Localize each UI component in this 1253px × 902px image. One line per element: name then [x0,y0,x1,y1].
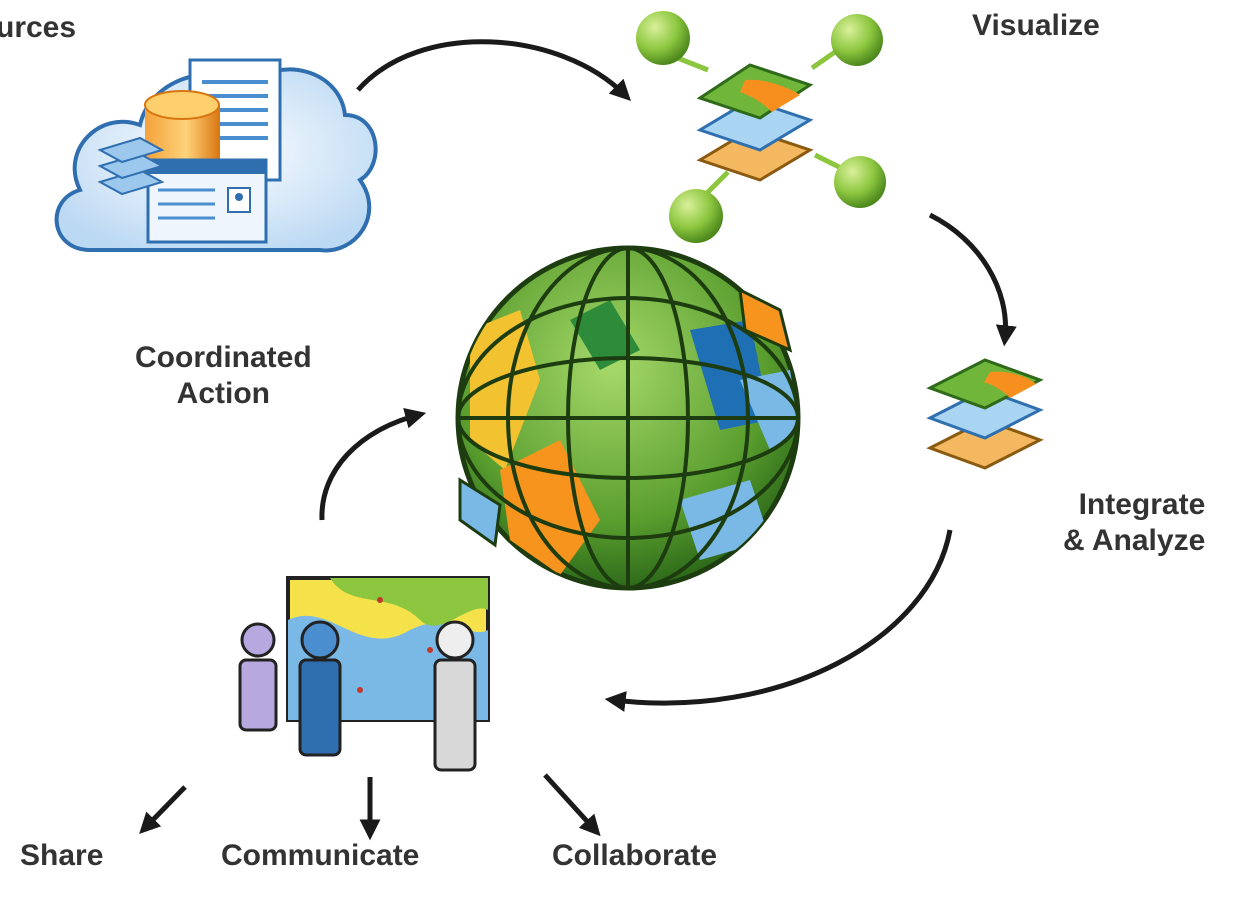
communicate-label: Communicate [221,839,420,872]
people-map-board-icon [238,576,490,772]
arrow-to-share [139,785,187,835]
integrate-analyze-label: Integrate & Analyze [1063,487,1205,559]
arrow-visualize-to-integrate [928,212,1017,347]
collaborate-label: Collaborate [552,839,718,872]
coordinated-action-line1: Coordinated [135,341,312,374]
arrow-integrate-to-people [604,529,953,712]
globe-icon [455,245,801,591]
map-layers-network-icon [636,11,886,243]
visualize-label: Visualize [972,9,1100,42]
map-layers-icon [926,358,1044,470]
arrow-people-to-globe [319,407,427,521]
arrow-sources-to-visualize [356,39,631,101]
integrate-line2: & Analyze [1063,524,1206,557]
share-label: Share [20,839,104,872]
coordinated-action-line2: Action [176,377,270,410]
arrow-to-collaborate [543,773,601,837]
cloud-data-sources-icon [54,58,378,253]
sources-label: urces [0,11,77,44]
integrate-line1: Integrate [1078,488,1206,521]
coordinated-action-label: Coordinated Action [135,340,312,412]
